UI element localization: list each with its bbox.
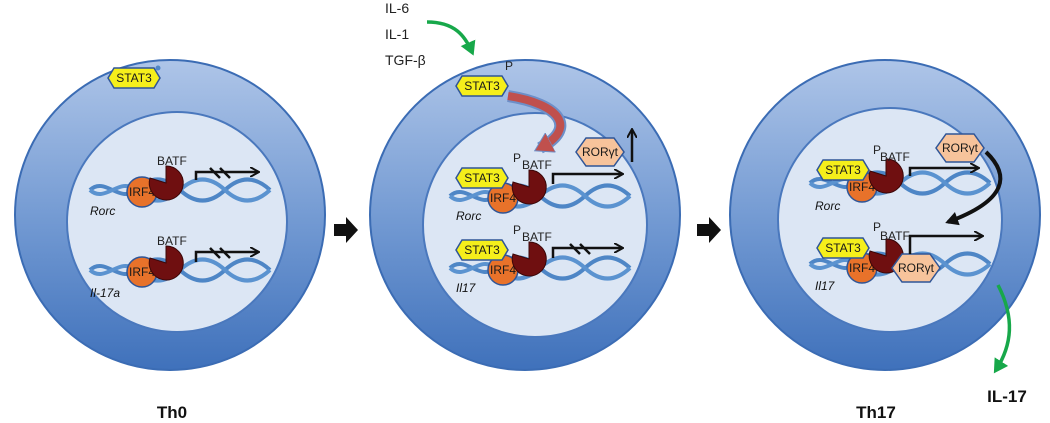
svg-text:RORγt: RORγt bbox=[582, 145, 619, 159]
phospho-label: P bbox=[505, 59, 513, 73]
svg-text:BATF: BATF bbox=[157, 234, 187, 248]
svg-text:Il17: Il17 bbox=[456, 281, 477, 295]
svg-text:RORγt: RORγt bbox=[942, 141, 979, 155]
svg-text:IL-1: IL-1 bbox=[385, 26, 409, 42]
svg-text:IRF4: IRF4 bbox=[129, 185, 155, 199]
svg-text:STAT3: STAT3 bbox=[116, 71, 152, 85]
svg-text:IRF4: IRF4 bbox=[490, 263, 516, 277]
rorc-locus: IRF4 STAT3 P BATF Rorc bbox=[448, 151, 632, 223]
svg-text:IL-6: IL-6 bbox=[385, 0, 409, 16]
svg-text:P: P bbox=[873, 143, 881, 157]
svg-text:P: P bbox=[513, 223, 521, 237]
svg-text:STAT3: STAT3 bbox=[464, 243, 500, 257]
svg-text:STAT3: STAT3 bbox=[464, 171, 500, 185]
svg-text:Rorc: Rorc bbox=[456, 209, 481, 223]
svg-text:Il-17a: Il-17a bbox=[90, 286, 120, 300]
rorc-locus: IRF4 BATF Rorc bbox=[88, 154, 272, 218]
svg-text:BATF: BATF bbox=[880, 150, 910, 164]
svg-text:BATF: BATF bbox=[522, 230, 552, 244]
panel-title: Th0 bbox=[157, 403, 187, 422]
svg-text:IRF4: IRF4 bbox=[490, 191, 516, 205]
svg-text:IRF4: IRF4 bbox=[129, 265, 155, 279]
cytokine-signal-arrow bbox=[426, 20, 476, 56]
translocation-arrow bbox=[507, 92, 565, 148]
stat3-cytoplasm: STAT3 bbox=[107, 65, 161, 89]
svg-text:IRF4: IRF4 bbox=[849, 180, 875, 194]
transcription-arrow bbox=[194, 172, 258, 180]
panel-activation: IL-6 IL-1 TGF-β STAT3 P RORγt IRF4 STAT3 bbox=[369, 0, 681, 371]
panel-th17: RORγt IRF4 STAT3 P BATF Rorc IRF4 STAT3 bbox=[729, 59, 1041, 422]
rorc-locus: IRF4 STAT3 P BATF Rorc bbox=[808, 143, 992, 213]
svg-text:Rorc: Rorc bbox=[815, 199, 840, 213]
svg-text:RORγt: RORγt bbox=[898, 261, 935, 275]
rorgt-induced: RORγt bbox=[575, 137, 625, 167]
svg-text:STAT3: STAT3 bbox=[464, 79, 500, 93]
transcription-arrow bbox=[551, 248, 622, 258]
svg-text:TGF-β: TGF-β bbox=[385, 52, 426, 68]
rorgt-binding-arrow bbox=[945, 150, 1003, 226]
il17-secretion-arrow bbox=[993, 284, 1012, 374]
transition-arrow bbox=[334, 217, 358, 243]
il17-locus: IRF4 STAT3 P BATF Il17 bbox=[448, 223, 632, 295]
transcription-arrow bbox=[551, 174, 622, 184]
stat3-cytoplasm: STAT3 bbox=[455, 75, 509, 97]
svg-text:BATF: BATF bbox=[157, 154, 187, 168]
svg-text:STAT3: STAT3 bbox=[825, 241, 861, 255]
svg-text:Il17: Il17 bbox=[815, 279, 836, 293]
svg-text:IRF4: IRF4 bbox=[849, 261, 875, 275]
il17a-locus: IRF4 BATF Il-17a bbox=[88, 234, 272, 300]
transcription-arrow bbox=[908, 236, 982, 254]
svg-text:P: P bbox=[513, 151, 521, 165]
svg-text:Rorc: Rorc bbox=[90, 204, 115, 218]
blocked-mark bbox=[569, 243, 591, 255]
svg-text:BATF: BATF bbox=[880, 229, 910, 243]
blocked-mark bbox=[209, 247, 231, 259]
il17-label: IL-17 bbox=[987, 387, 1027, 406]
transition-arrow bbox=[697, 217, 721, 243]
panel-th0: STAT3 IRF4 BATF Rorc IRF4 BATF Il-17a Th… bbox=[14, 59, 326, 422]
panel-title: Th17 bbox=[856, 403, 896, 422]
rorgt: RORγt bbox=[935, 133, 985, 163]
blocked-mark bbox=[209, 167, 231, 179]
transcription-arrow bbox=[194, 252, 258, 262]
transcription-arrow bbox=[908, 168, 978, 176]
il17-locus: IRF4 STAT3 RORγt P BATF Il17 bbox=[808, 220, 992, 293]
svg-text:P: P bbox=[873, 220, 881, 234]
svg-text:BATF: BATF bbox=[522, 158, 552, 172]
cytokine-list: IL-6 IL-1 TGF-β bbox=[385, 0, 426, 68]
svg-text:STAT3: STAT3 bbox=[825, 163, 861, 177]
